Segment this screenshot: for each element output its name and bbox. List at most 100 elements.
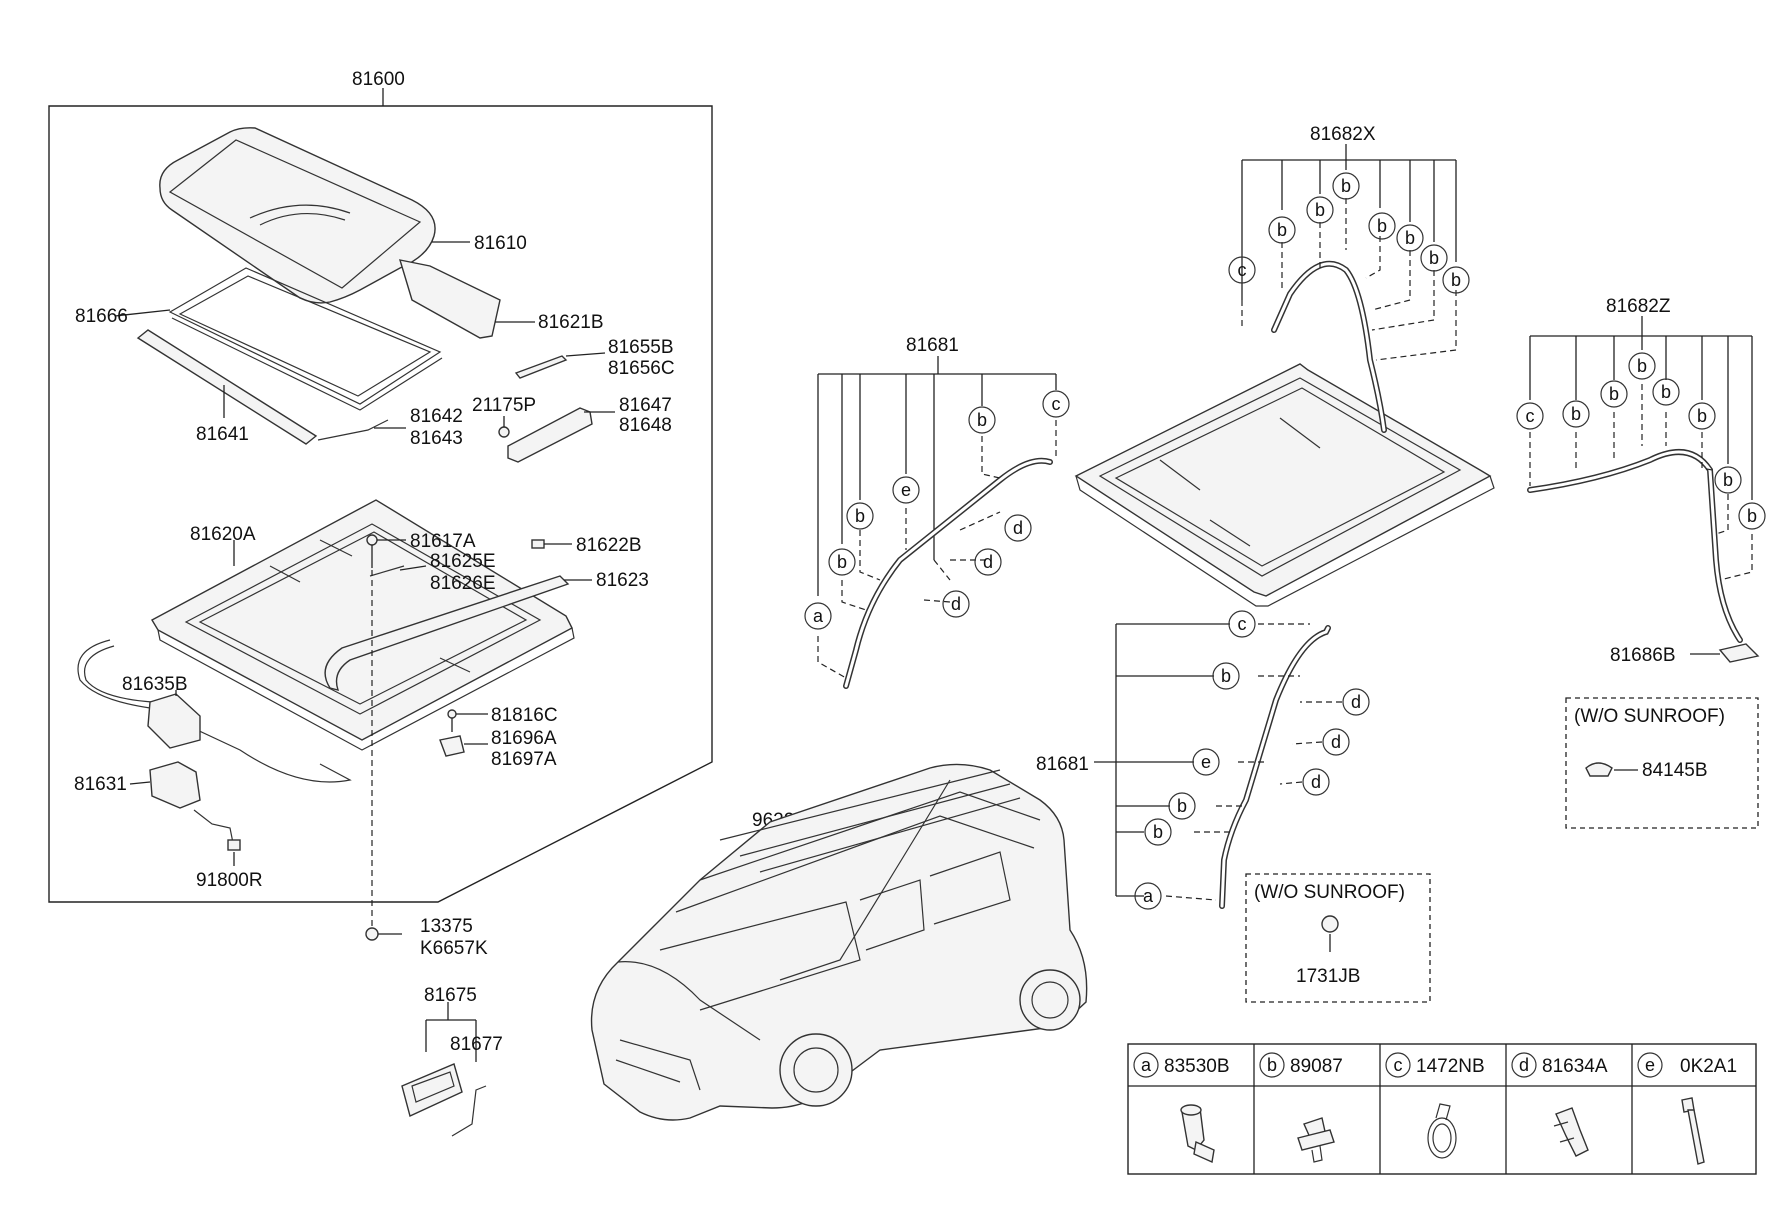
svg-text:a: a: [1143, 886, 1154, 906]
callout-e: e: [892, 476, 920, 504]
callout-b: b: [968, 406, 996, 434]
label-81626E: 81626E: [430, 573, 496, 594]
label-84145B: 84145B: [1642, 760, 1708, 781]
callout-b: b: [1144, 818, 1172, 846]
legend-part-d: 81634A: [1542, 1056, 1608, 1077]
callout-b: b: [1562, 400, 1590, 428]
drain-hose-81681-left-group: 81681: [817, 335, 1057, 689]
svg-text:b: b: [1637, 356, 1647, 376]
callout-b: b: [1652, 378, 1680, 406]
callout-a: a: [804, 602, 832, 630]
svg-text:b: b: [1341, 176, 1351, 196]
callout-b: b: [828, 548, 856, 576]
svg-text:b: b: [1429, 248, 1439, 268]
label-81642: 81642: [410, 406, 463, 427]
drain-hose-81682Z-group: 81682Z 81686B: [1527, 296, 1760, 666]
svg-text:d: d: [1311, 772, 1321, 792]
svg-text:b: b: [1609, 384, 1619, 404]
callout-d: d: [1302, 768, 1330, 796]
label-81635B: 81635B: [122, 674, 188, 695]
hose-clamp-icon: [1427, 1103, 1457, 1159]
label-81677: 81677: [450, 1034, 503, 1055]
sunroof-frame-81620A: [151, 499, 575, 751]
label-81648: 81648: [619, 415, 672, 436]
label-81600: 81600: [352, 69, 405, 90]
link-81642: [317, 419, 389, 441]
bracket-81655B: [514, 355, 568, 379]
svg-text:b: b: [1377, 216, 1387, 236]
svg-text:b: b: [1661, 382, 1671, 402]
label-81682Z: 81682Z: [1606, 296, 1671, 317]
label-13375: 13375: [420, 916, 473, 937]
wo-sunroof-box-center: (W/O SUNROOF) 1731JB: [1245, 873, 1431, 1003]
clip-81625E: [369, 565, 405, 577]
callout-a: a: [1134, 882, 1162, 910]
svg-text:c: c: [1238, 614, 1247, 634]
label-81656C: 81656C: [608, 358, 675, 379]
seal-81623: [324, 575, 570, 691]
label-21175P: 21175P: [472, 395, 536, 416]
label-81621B: 81621B: [538, 312, 604, 333]
legend-cell-c: c 1472NB: [1385, 1052, 1485, 1159]
callout-c: c: [1228, 610, 1256, 638]
callout-b: b: [1368, 212, 1396, 240]
svg-text:b: b: [1697, 406, 1707, 426]
label-81681-top: 81681: [906, 335, 959, 356]
nut-13375: [365, 927, 379, 941]
label-81696A: 81696A: [491, 728, 557, 749]
callout-c: c: [1516, 402, 1544, 430]
svg-text:b: b: [1723, 470, 1733, 490]
hose-connector-icon: [1180, 1104, 1215, 1164]
push-clip-icon: [1297, 1117, 1335, 1163]
label-81816C: 81816C: [491, 705, 558, 726]
manual-kit-81675: [401, 1002, 487, 1137]
roof-frame-assembly: [1074, 363, 1495, 607]
svg-text:c: c: [1394, 1055, 1403, 1075]
drain-hose-81682X-group: 81682X: [1241, 124, 1457, 433]
svg-text:a: a: [1141, 1055, 1152, 1075]
label-81682X: 81682X: [1310, 124, 1376, 145]
label-81631: 81631: [74, 774, 127, 795]
callout-b: b: [1306, 196, 1334, 224]
label-81643: 81643: [410, 428, 463, 449]
glass-panel-81610: [159, 127, 436, 304]
callout-b: b: [1212, 662, 1240, 690]
legend-part-b: 89087: [1290, 1056, 1343, 1077]
callout-b: b: [1688, 402, 1716, 430]
wo-sunroof-label-center: (W/O SUNROOF): [1254, 882, 1405, 903]
legend-part-a: 83530B: [1164, 1056, 1230, 1077]
callout-b: b: [1714, 466, 1742, 494]
callout-d: d: [942, 590, 970, 618]
label-1731JB: 1731JB: [1296, 966, 1360, 987]
drain-hose-81681-lower-group: 81681: [1036, 623, 1342, 909]
cable-guide-81635B: [147, 693, 201, 749]
svg-text:b: b: [1221, 666, 1231, 686]
label-81623: 81623: [596, 570, 649, 591]
legend-part-c: 1472NB: [1416, 1056, 1485, 1077]
callout-circles: c b b b b b b b c b b b b b b b a b b e …: [804, 172, 1766, 910]
svg-text:b: b: [1277, 220, 1287, 240]
svg-text:b: b: [1571, 404, 1581, 424]
svg-text:d: d: [1519, 1055, 1529, 1075]
deflector-81641: [136, 329, 318, 445]
legend-cell-d: d 81634A: [1511, 1052, 1608, 1157]
glass-frame-81666: [168, 267, 443, 411]
cable-tie-icon: [1681, 1097, 1705, 1165]
callout-b: b: [1396, 224, 1424, 252]
callout-c: c: [1228, 256, 1256, 284]
svg-text:d: d: [983, 552, 993, 572]
label-81625E: 81625E: [430, 551, 496, 572]
retainer-clip-icon: [1553, 1107, 1589, 1157]
svg-text:c: c: [1238, 260, 1247, 280]
svg-text:e: e: [901, 480, 911, 500]
bracket-81647: [507, 407, 593, 463]
plug-1731JB: [1321, 915, 1339, 933]
callout-b: b: [1420, 244, 1448, 272]
svg-text:c: c: [1052, 394, 1061, 414]
callout-b: b: [1442, 266, 1470, 294]
callout-b: b: [1168, 792, 1196, 820]
svg-text:d: d: [951, 594, 961, 614]
label-81617A: 81617A: [410, 531, 476, 552]
vehicle-illustration: 96220: [590, 763, 1088, 1121]
